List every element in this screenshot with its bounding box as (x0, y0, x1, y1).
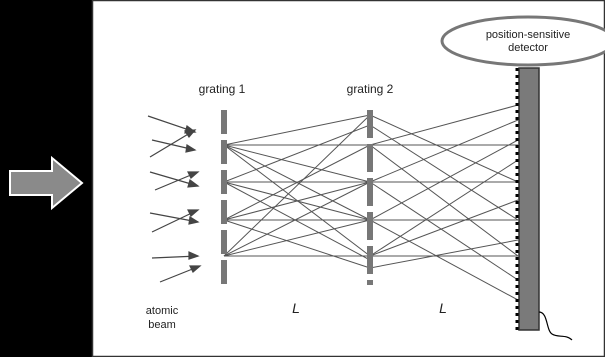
grating-1-label: grating 1 (199, 82, 246, 96)
right-arrow-icon (9, 155, 84, 211)
distance-label-1: L (292, 300, 300, 316)
detector-screen (518, 67, 540, 331)
incoming-beam-arrows (147, 115, 202, 283)
detector-label-ellipse (440, 15, 605, 67)
atomic-beam-label-line1: atomic (146, 305, 179, 317)
detector-cable (538, 311, 573, 341)
detector-label-line1: position-sensitive (486, 29, 570, 41)
grating-2-label: grating 2 (347, 82, 394, 96)
atomic-beam-label-line2: beam (148, 319, 176, 331)
detector-label-line2: detector (508, 42, 548, 54)
distance-label-2: L (439, 300, 447, 316)
